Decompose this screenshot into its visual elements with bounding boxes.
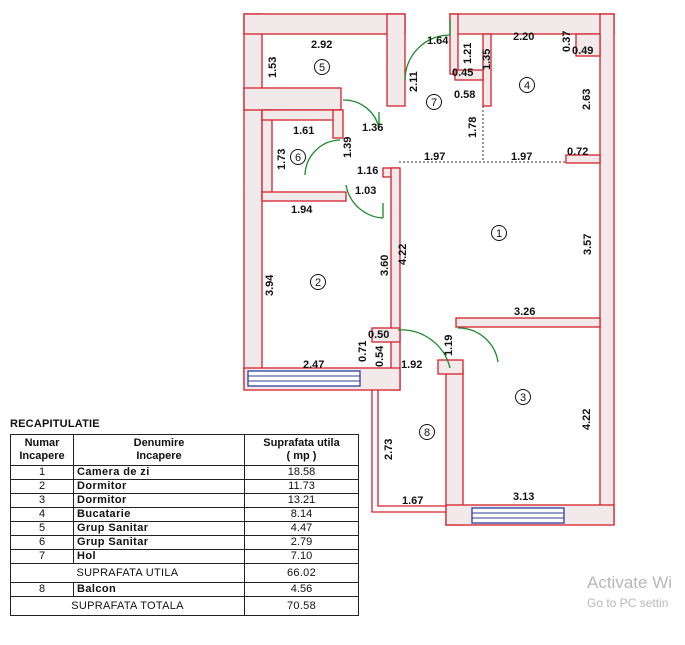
dimension-label: 3.26 [514, 306, 535, 318]
door-swing [457, 327, 499, 363]
dimension-labels: 2.92 1.53 1.64 2.20 0.37 0.49 1.35 2.11 … [264, 31, 594, 507]
dimension-label: 0.58 [454, 89, 475, 101]
dimension-label: 1.97 [511, 151, 532, 163]
svg-text:7: 7 [431, 97, 437, 109]
dimension-label: 1.78 [467, 117, 479, 138]
room-marker-7: 7 [426, 94, 442, 110]
dimension-label: 0.54 [374, 345, 386, 367]
svg-text:6: 6 [295, 152, 301, 164]
dimension-label: 0.50 [368, 329, 389, 341]
dimension-label: 2.63 [581, 89, 593, 110]
watermark-title: Activate Wi [587, 573, 673, 592]
door-swing [304, 139, 341, 176]
room-marker-4: 4 [519, 77, 535, 93]
dimension-label: 4.22 [581, 409, 593, 430]
door-swing [404, 34, 451, 81]
dimension-label: 1.97 [424, 151, 445, 163]
dimension-label: 1.92 [401, 359, 422, 371]
svg-text:3: 3 [520, 392, 526, 404]
dimension-label: 0.37 [561, 31, 573, 52]
svg-text:4: 4 [524, 80, 530, 92]
dimension-label: 0.45 [452, 67, 473, 79]
room-marker-5: 5 [314, 59, 330, 75]
door-swing [345, 184, 384, 219]
dimension-label: 1.03 [355, 185, 376, 197]
walls [243, 13, 615, 526]
header-area: Suprafata utila( mp ) [244, 434, 359, 466]
doors [304, 20, 499, 369]
dimension-label: 3.57 [582, 234, 594, 255]
balcony-outline [371, 390, 446, 513]
dimension-label: 0.71 [357, 341, 369, 362]
recap-title: RECAPITULATIE [10, 418, 100, 430]
dimension-label: 1.36 [362, 122, 383, 134]
room-marker-3: 3 [515, 389, 531, 405]
dimension-label: 1.73 [276, 149, 288, 170]
dimension-label: 2.47 [303, 359, 324, 371]
dimension-label: 1.61 [293, 125, 314, 137]
room-numbers: 1 2 3 4 5 6 7 8 [290, 59, 535, 440]
room-marker-1: 1 [491, 225, 507, 241]
dimension-label: 2.20 [513, 31, 534, 43]
dimension-label: 2.73 [383, 439, 395, 460]
door-swing [397, 329, 451, 369]
svg-text:1: 1 [496, 228, 502, 240]
dimension-label: 4.22 [397, 244, 409, 265]
watermark-subtitle: Go to PC settin [587, 596, 669, 610]
svg-text:5: 5 [319, 62, 325, 74]
dimension-label: 0.49 [572, 45, 593, 57]
room-marker-2: 2 [310, 274, 326, 290]
dimension-label: 1.39 [342, 137, 354, 158]
dimension-label: 3.13 [513, 491, 534, 503]
dimension-label: 1.35 [481, 49, 493, 70]
dimension-label: 1.67 [402, 495, 423, 507]
activation-watermark: Activate Wi Go to PC settin [587, 573, 672, 610]
dimension-label: 2.11 [408, 71, 420, 92]
windows [247, 370, 565, 524]
svg-text:8: 8 [424, 427, 430, 439]
dimension-label: 3.60 [379, 255, 391, 276]
svg-text:2: 2 [315, 277, 321, 289]
dimension-label: 1.53 [267, 57, 279, 78]
dimension-label: 3.94 [264, 274, 276, 296]
room-marker-6: 6 [290, 149, 306, 165]
dimension-label: 1.21 [462, 43, 474, 64]
dimension-label: 1.16 [357, 165, 378, 177]
dimension-label: 1.19 [443, 335, 455, 356]
dimension-label: 1.64 [427, 35, 449, 47]
dimension-label: 1.94 [291, 204, 313, 216]
room-marker-8: 8 [419, 424, 435, 440]
door-swing [342, 99, 380, 129]
dimension-label: 2.92 [311, 39, 332, 51]
dimension-label: 0.72 [567, 146, 588, 158]
